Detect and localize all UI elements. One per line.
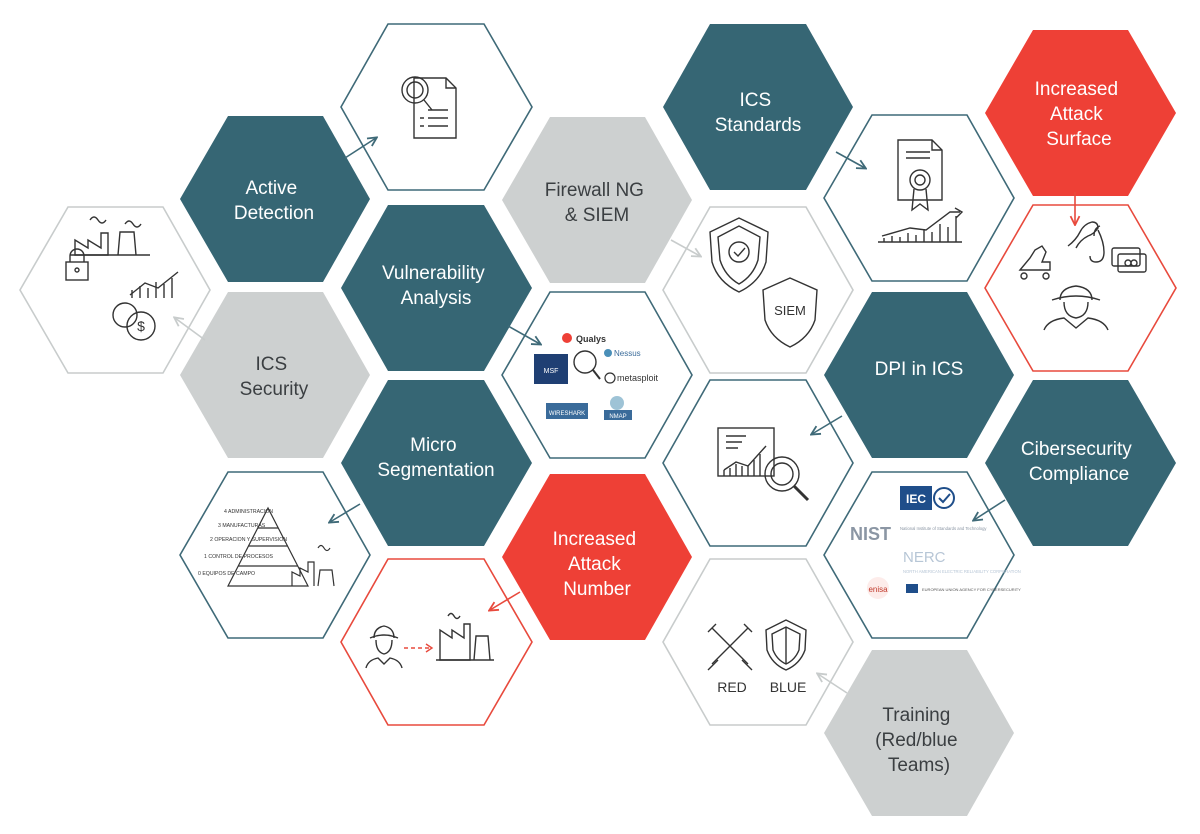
svg-text:Qualys: Qualys bbox=[576, 334, 606, 344]
svg-text:$: $ bbox=[137, 318, 145, 334]
swords-shield-icon: RED BLUE bbox=[707, 619, 807, 695]
threats-hacker-icon bbox=[1018, 221, 1147, 331]
svg-text:NORTH AMERICAN ELECTRIC RELIAB: NORTH AMERICAN ELECTRIC RELIABILITY CORP… bbox=[903, 569, 1021, 574]
hex-outline-dpi-icons bbox=[662, 379, 854, 547]
hex-increased-attack-number: Increased Attack Number bbox=[502, 474, 692, 640]
arrow-ics-standards bbox=[835, 151, 865, 168]
hacker-factory-icon bbox=[365, 612, 494, 669]
arrow-dpi bbox=[812, 415, 843, 434]
hex-outline-ics-security-icons bbox=[19, 206, 211, 374]
hex-firewall-siem: Firewall NG & SIEM bbox=[502, 117, 692, 283]
hex-ics-security: ICS Security bbox=[180, 292, 370, 458]
arrow-compliance bbox=[974, 499, 1006, 520]
arrow-ics-security bbox=[175, 318, 206, 341]
arrow-firewall-siem bbox=[670, 239, 700, 256]
hex-outline-standards-icons bbox=[823, 114, 1015, 282]
svg-text:Firewall NG & SIEM: Firewall NG & SIEM bbox=[545, 180, 650, 226]
svg-text:Cibersecurity Compliance: Cibersecurity Compliance bbox=[1021, 439, 1137, 485]
svg-text:3 MANUFACTURAS: 3 MANUFACTURAS bbox=[218, 523, 266, 529]
svg-text:2 OPERACION Y SUPERVISION: 2 OPERACION Y SUPERVISION bbox=[210, 537, 287, 543]
svg-text:National Institute of Standard: National Institute of Standards and Tech… bbox=[900, 526, 987, 531]
document-search-icon bbox=[401, 76, 457, 139]
hex-vulnerability-analysis: Vulnerability Analysis bbox=[341, 205, 532, 371]
svg-text:NERC: NERC bbox=[903, 549, 946, 566]
arrow-micro-segmentation bbox=[330, 503, 361, 522]
hex-outline-siem-icons bbox=[662, 206, 854, 374]
svg-text:Vulnerability Analysis: Vulnerability Analysis bbox=[382, 263, 490, 309]
svg-text:NIST: NIST bbox=[850, 524, 891, 544]
hex-outline-red-blue-icons bbox=[662, 558, 854, 726]
hex-cibersecurity-compliance: Cibersecurity Compliance bbox=[985, 380, 1176, 546]
svg-text:NMAP: NMAP bbox=[609, 414, 626, 420]
svg-text:1 CONTROL DE PROCESOS: 1 CONTROL DE PROCESOS bbox=[204, 554, 274, 560]
svg-text:DPI in ICS: DPI in ICS bbox=[875, 359, 964, 380]
hex-outline-pyramid-icons bbox=[179, 471, 371, 639]
hex-active-detection: Active Detection bbox=[180, 116, 370, 282]
hex-micro-segmentation: Micro Segmentation bbox=[341, 380, 532, 546]
svg-text:Increased Attack S: Increased Attack Surface bbox=[1035, 79, 1124, 150]
svg-text:4 ADMINISTRACION: 4 ADMINISTRACION bbox=[224, 509, 273, 515]
svg-text:Increased Attack N: Increased Attack Number bbox=[553, 529, 642, 600]
svg-text:RED: RED bbox=[717, 679, 747, 695]
arrow-active-detection bbox=[344, 138, 376, 159]
hex-ics-standards: ICS Standards bbox=[663, 24, 853, 190]
svg-text:EUROPEAN UNION AGENCY FOR CYBE: EUROPEAN UNION AGENCY FOR CYBERSECURITY bbox=[922, 587, 1021, 592]
svg-text:Nessus: Nessus bbox=[614, 349, 641, 358]
analytics-magnifier-icon bbox=[717, 427, 810, 502]
svg-text:ICS Standards: ICS Standards bbox=[715, 90, 802, 136]
compliance-logos: IEC NIST National Institute of Standards… bbox=[850, 486, 1021, 599]
svg-text:SIEM: SIEM bbox=[774, 303, 806, 318]
svg-text:Active Detection: Active Detection bbox=[234, 178, 314, 224]
arrow-attack-number bbox=[490, 591, 521, 610]
hex-training: Training (Red/blue Teams) bbox=[824, 650, 1014, 816]
svg-text:0 EQUIPOS DE CAMPO: 0 EQUIPOS DE CAMPO bbox=[198, 571, 255, 577]
factory-padlock-coins-icon: $ bbox=[65, 216, 179, 341]
hex-increased-attack-surface: Increased Attack Surface bbox=[985, 30, 1176, 196]
arrow-vulnerability bbox=[507, 325, 540, 344]
svg-text:WIRESHARK: WIRESHARK bbox=[549, 411, 585, 417]
pyramid-levels-icon: 4 ADMINISTRACION 3 MANUFACTURAS 2 OPERAC… bbox=[198, 506, 335, 587]
svg-text:metasploit: metasploit bbox=[617, 373, 659, 383]
svg-text:Micro Segmentation: Micro Segmentation bbox=[377, 435, 494, 481]
hex-outline-active-detection-icons bbox=[340, 23, 533, 191]
certificate-chart-icon bbox=[878, 139, 964, 243]
svg-text:BLUE: BLUE bbox=[770, 679, 807, 695]
vulnerability-tools-logos: Qualys Nessus MSF metasploit WIRESHARK N… bbox=[534, 333, 659, 420]
hex-outline-attack-number-icons bbox=[340, 558, 533, 726]
hex-dpi-in-ics: DPI in ICS bbox=[824, 292, 1014, 458]
hex-outline-attack-surface-icons bbox=[984, 204, 1177, 372]
svg-text:enisa: enisa bbox=[868, 585, 888, 594]
svg-text:Training (Red/blue: Training (Red/blue Teams) bbox=[875, 705, 963, 776]
arrow-training bbox=[818, 674, 848, 694]
svg-text:ICS Security: ICS Security bbox=[240, 354, 309, 400]
svg-text:MSF: MSF bbox=[544, 368, 559, 375]
shield-siem-icon: SIEM bbox=[709, 217, 818, 348]
svg-text:IEC: IEC bbox=[906, 492, 926, 506]
